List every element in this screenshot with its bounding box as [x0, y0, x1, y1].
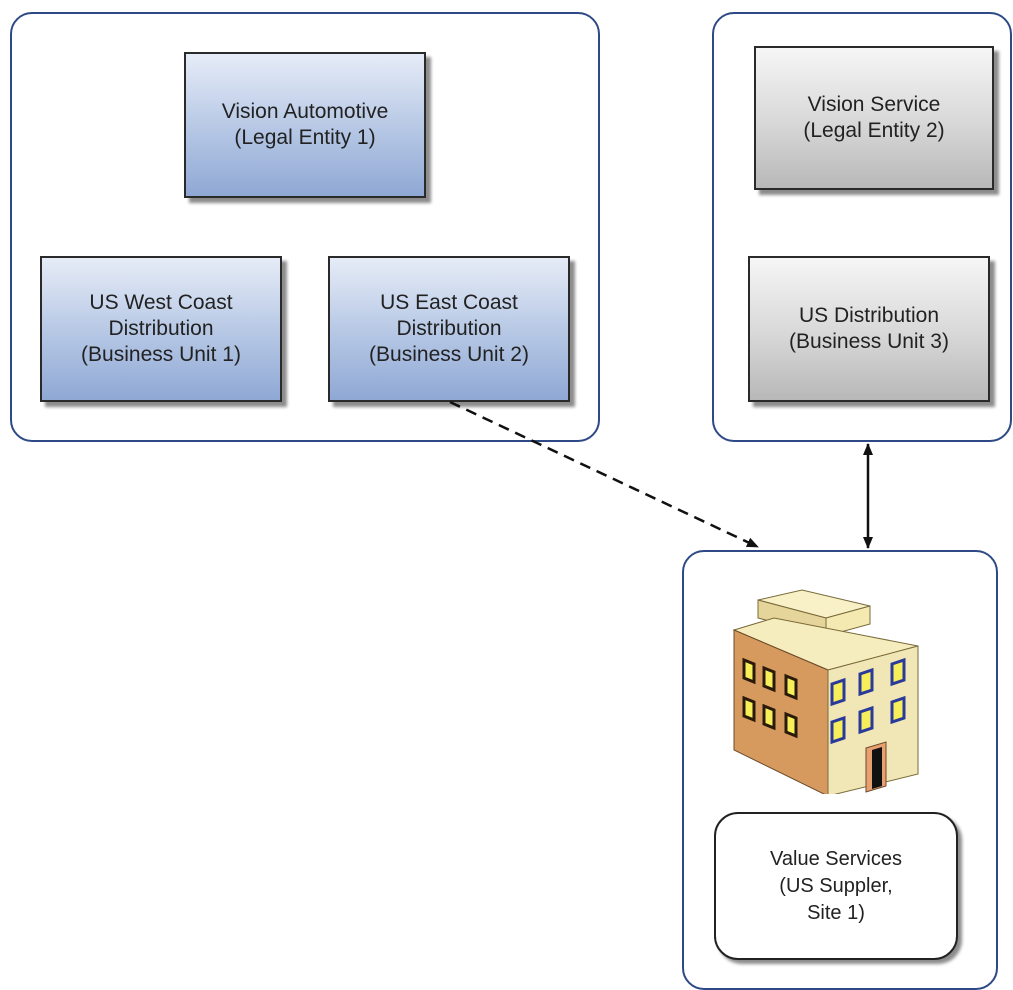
vision-service-label: Vision Service (Legal Entity 2)	[803, 93, 945, 142]
value-services-box: Value Services (US Suppler, Site 1)	[714, 812, 958, 960]
vision-automotive-box: Vision Automotive (Legal Entity 1)	[184, 52, 426, 198]
us-distribution-box: US Distribution (Business Unit 3)	[748, 256, 990, 402]
us-east-coast-box: US East Coast Distribution (Business Uni…	[328, 256, 570, 402]
us-distribution-label: US Distribution (Business Unit 3)	[789, 304, 949, 353]
us-west-coast-box: US West Coast Distribution (Business Uni…	[40, 256, 282, 402]
us-west-coast-label: US West Coast Distribution (Business Uni…	[81, 291, 241, 366]
value-services-label: Value Services (US Suppler, Site 1)	[770, 847, 902, 924]
vision-automotive-label: Vision Automotive (Legal Entity 1)	[221, 100, 389, 149]
us-east-coast-label: US East Coast Distribution (Business Uni…	[369, 291, 529, 366]
building-icon	[732, 589, 919, 794]
dashed-connector	[449, 400, 759, 549]
vision-service-box: Vision Service (Legal Entity 2)	[754, 46, 994, 190]
